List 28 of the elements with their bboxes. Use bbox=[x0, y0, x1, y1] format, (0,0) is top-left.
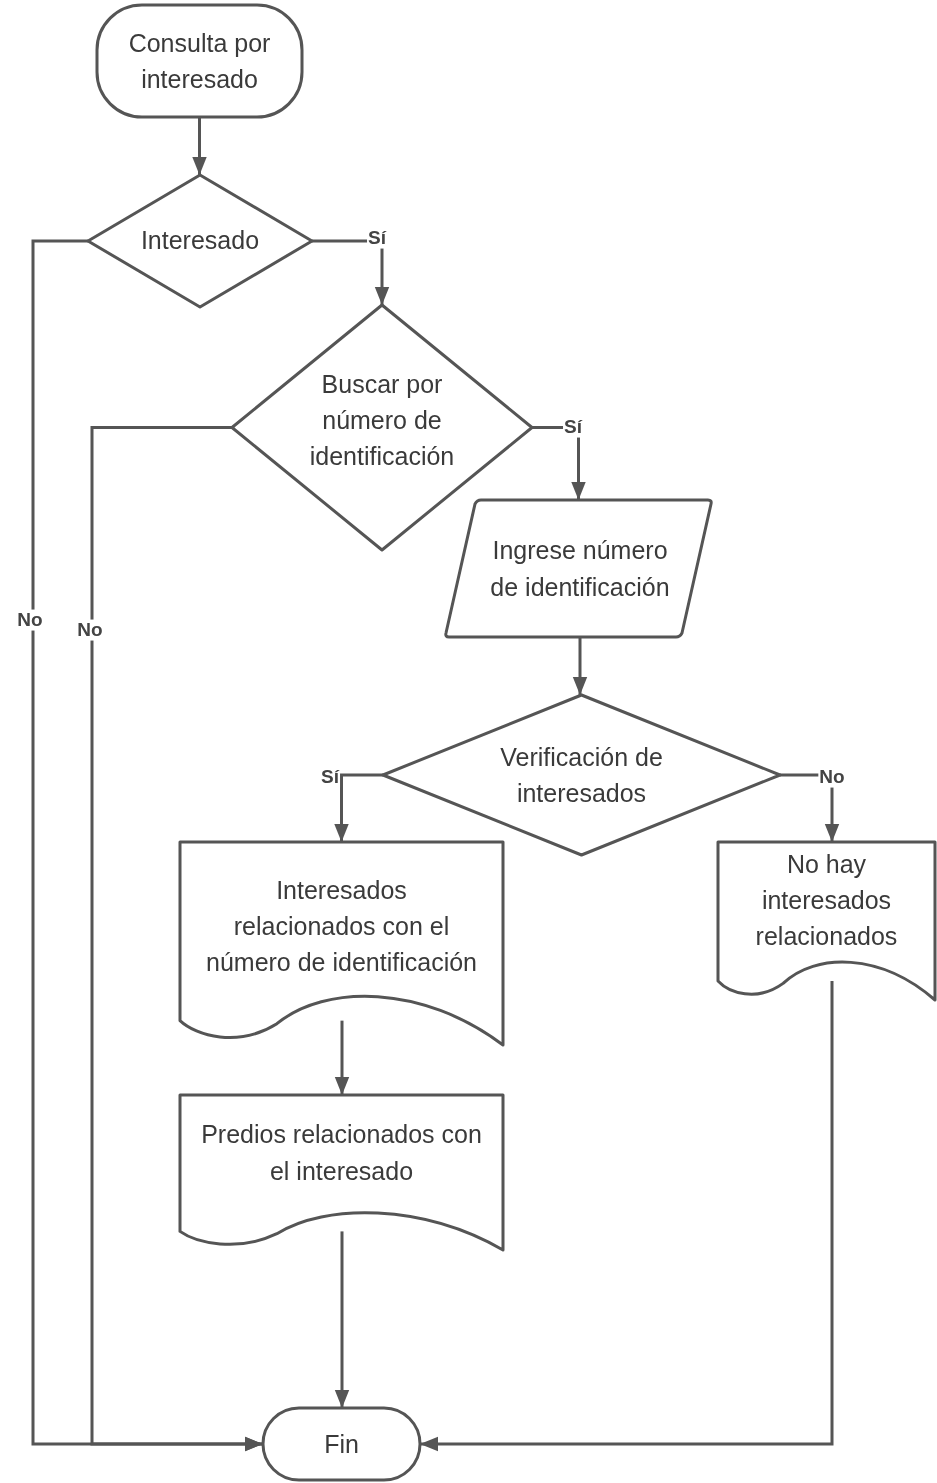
arrow bbox=[334, 1020, 350, 1095]
terminal-shape bbox=[97, 5, 302, 117]
edge-label: No bbox=[76, 619, 104, 641]
decision-diamond bbox=[383, 695, 780, 855]
arrow bbox=[312, 239, 390, 305]
input-parallelogram bbox=[445, 500, 712, 637]
document-shape bbox=[718, 842, 935, 1000]
node-label: No hay interesados relacionados bbox=[754, 848, 899, 953]
arrow bbox=[90, 426, 263, 1452]
document-shape bbox=[180, 842, 503, 1045]
terminal-shape bbox=[263, 1408, 420, 1480]
node-label: Verificación de interesados bbox=[499, 741, 664, 809]
node-label: Fin bbox=[324, 1428, 359, 1460]
node-label: Ingrese número de identificación bbox=[489, 535, 671, 603]
decision-diamond bbox=[88, 175, 312, 307]
arrow bbox=[334, 773, 383, 842]
document-shape bbox=[180, 1095, 503, 1250]
arrow bbox=[420, 981, 834, 1452]
node-label: Interesados relacionados con el número de identificación bbox=[205, 874, 478, 979]
arrow bbox=[192, 117, 207, 175]
arrow bbox=[334, 1231, 350, 1408]
arrow bbox=[532, 426, 586, 500]
node-label: Buscar por número de identificación bbox=[308, 368, 456, 473]
edge-label: No bbox=[16, 609, 44, 631]
node-label: Predios relacionados con el interesado bbox=[200, 1119, 483, 1187]
node-label: Consulta por interesado bbox=[127, 27, 272, 95]
node-label: Interesado bbox=[140, 224, 260, 256]
arrow bbox=[572, 637, 588, 695]
